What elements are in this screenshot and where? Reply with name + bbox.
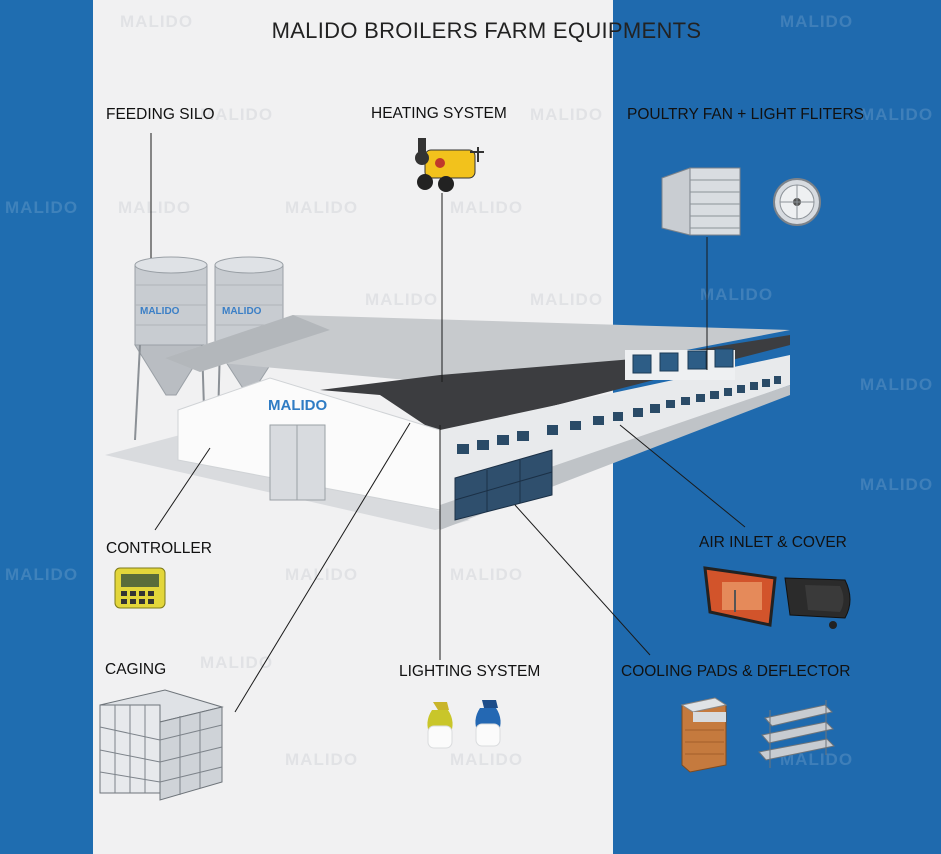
label-feeding-silo: FEEDING SILO [106,106,215,123]
watermark-logo: MALIDO [285,565,358,584]
controller-icon [114,567,166,609]
cage-icon [99,689,224,801]
watermark-logo: MALIDO [780,12,853,31]
silo-logo: MALIDO [222,306,262,317]
label-caging: CAGING [105,661,167,678]
watermark-logo: MALIDO [365,290,438,309]
watermark-logo: MALIDO [860,105,933,124]
air-inlet-icon [703,566,777,627]
watermark-logo: MALIDO [530,105,603,124]
watermark-logo: MALIDO [450,198,523,217]
poultry-house-icon: MALIDO MALIDO MALIDO [105,256,790,530]
label-heating-system: HEATING SYSTEM [371,105,507,122]
heater-icon [415,138,484,192]
label-controller: CONTROLLER [106,540,212,557]
watermark-logo: MALIDO [700,285,773,304]
watermark-logo: MALIDO [200,105,273,124]
watermark-logo: MALIDO [860,375,933,394]
watermark-logo: MALIDO [200,653,273,672]
watermark-logo: MALIDO [450,565,523,584]
connector-lines [150,133,746,713]
watermark-logo: MALIDO [860,475,933,494]
house-logo: MALIDO [268,397,327,414]
watermark-logo: MALIDO [780,750,853,769]
cooling-pad-icon [680,697,728,773]
inlet-cover-icon [784,577,851,629]
watermark-logo: MALIDO [120,12,193,31]
watermark-logo: MALIDO [5,198,78,217]
label-air-inlet: AIR INLET & COVER [699,534,847,551]
watermark-logo: MALIDO [5,565,78,584]
silo-icon: MALIDO [134,256,208,441]
watermark-logo: MALIDO [118,198,191,217]
watermark-logo: MALIDO [285,750,358,769]
bulb-icon [475,700,501,747]
exhaust-fan-icon [661,167,741,236]
silo-icon: MALIDO [214,256,284,421]
label-lighting-system: LIGHTING SYSTEM [399,663,541,680]
watermark-logo: MALIDO [285,198,358,217]
deflector-icon [758,700,836,768]
circulation-fan-icon [773,178,821,226]
page-title: MALIDO BROILERS FARM EQUIPMENTS [271,18,702,43]
silo-logo: MALIDO [140,306,180,317]
watermark-pattern: MALIDO MALIDO MALIDO MALIDO MALIDO MALID… [5,12,933,769]
label-cooling-pads: COOLING PADS & DEFLECTOR [621,663,851,680]
watermark-logo: MALIDO [530,290,603,309]
bulb-icon [427,702,453,749]
watermark-logo: MALIDO [450,750,523,769]
left-blue-panel [0,0,93,854]
label-poultry-fan: POULTRY FAN + LIGHT FLITERS [627,106,865,123]
